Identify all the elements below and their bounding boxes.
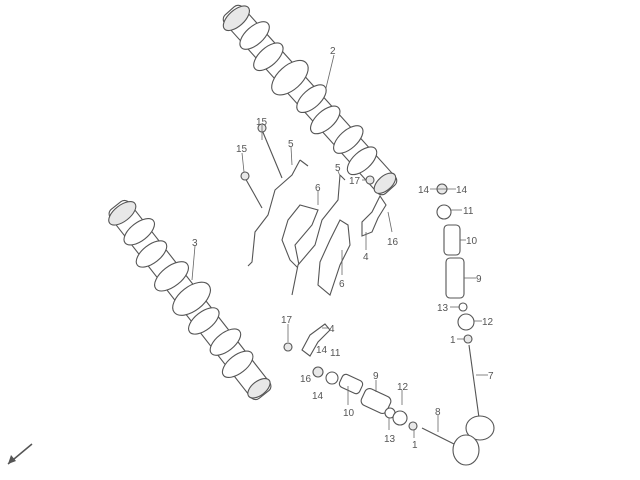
callout-5: 5	[288, 139, 294, 150]
leader-lines	[191, 54, 488, 438]
callout-12: 12	[397, 382, 409, 393]
callout-4: 4	[329, 324, 335, 335]
callout-4: 4	[363, 252, 369, 263]
callout-2: 2	[330, 46, 336, 57]
callout-8: 8	[435, 407, 441, 418]
callout-12: 12	[482, 317, 494, 328]
callout-16: 16	[387, 237, 399, 248]
lower-valve-assembly	[312, 366, 480, 466]
callout-7: 7	[488, 371, 494, 382]
callout-14: 14	[456, 185, 468, 196]
right-valve-assembly	[436, 183, 495, 441]
callout-labels: 2 15 15 5 5 6 6 17 14 14 11 10 16 4 9 3 …	[192, 46, 494, 451]
callout-3: 3	[192, 238, 198, 249]
holder-plates	[240, 123, 351, 296]
callout-10: 10	[343, 408, 355, 419]
callout-11: 11	[330, 348, 341, 359]
callout-14: 14	[316, 345, 328, 356]
lower-camshaft	[108, 199, 272, 401]
upper-camshaft	[222, 4, 398, 196]
rocker-arms	[283, 175, 387, 357]
callout-6: 6	[339, 279, 345, 290]
arrow-down-left-icon	[7, 443, 33, 465]
callout-11: 11	[463, 206, 474, 217]
callout-15: 15	[256, 117, 268, 128]
callout-15: 15	[236, 144, 248, 155]
callout-14: 14	[418, 185, 430, 196]
callout-13: 13	[437, 303, 449, 314]
callout-10: 10	[466, 236, 478, 247]
callout-9: 9	[476, 274, 482, 285]
callout-1: 1	[450, 335, 456, 346]
callout-9: 9	[373, 371, 379, 382]
callout-13: 13	[384, 434, 396, 445]
callout-14: 14	[312, 391, 324, 402]
callout-17: 17	[281, 315, 293, 326]
callout-6: 6	[315, 183, 321, 194]
callout-5: 5	[335, 163, 341, 174]
callout-17: 17	[349, 176, 361, 187]
callout-1: 1	[412, 440, 418, 451]
callout-16: 16	[300, 374, 312, 385]
